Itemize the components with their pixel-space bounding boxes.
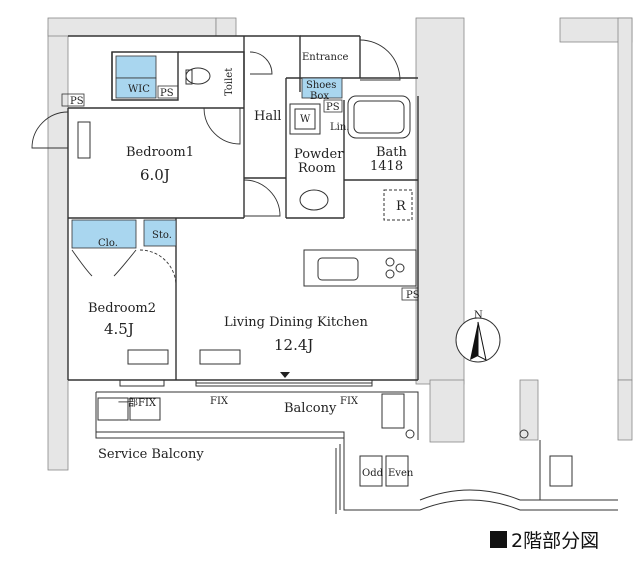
ps-boxes — [61, 85, 419, 301]
r-label: R — [396, 199, 407, 214]
room-labels: Entrance Toilet WIC PS Shoes Box Hall W … — [70, 52, 420, 479]
sto-label: Sto. — [152, 230, 172, 241]
shoes-box-line2: Box — [310, 91, 329, 102]
wic-label: WIC — [128, 84, 150, 95]
shoes-box-label: Shoes Box — [306, 80, 340, 102]
toilet-label: Toilet — [224, 68, 235, 96]
ldk-label: Living Dining Kitchen — [224, 315, 368, 330]
bedroom1-label: Bedroom1 — [126, 145, 194, 160]
bedroom2-size: 4.5J — [104, 320, 134, 338]
powder-room-line2: Room — [298, 161, 336, 176]
clo-label: Clo. — [98, 238, 118, 249]
compass: N — [455, 310, 501, 363]
legend-text: 2階部分図 — [511, 530, 600, 552]
storage-fills — [71, 55, 343, 249]
ps-label-kitchen: PS — [406, 290, 420, 301]
balcony-label: Balcony — [284, 401, 337, 416]
lin-label: Lin. — [330, 122, 349, 133]
legend-square-icon — [490, 531, 507, 548]
door-swings — [31, 39, 401, 287]
structure-walls — [47, 17, 633, 471]
fix-right-label: FIX — [340, 396, 359, 407]
odd-label: Odd — [362, 468, 384, 479]
bath-label: Bath 1418 — [370, 145, 411, 174]
ps-label-bath: PS — [326, 102, 340, 113]
w-label: W — [300, 114, 311, 125]
powder-room-line1: Powder — [294, 147, 344, 162]
even-label: Even — [388, 468, 414, 479]
bath-line2: 1418 — [370, 159, 403, 174]
ldk-size: 12.4J — [274, 336, 313, 354]
fixtures — [77, 67, 573, 487]
bedroom1-size: 6.0J — [140, 166, 170, 184]
fix-left-label: FIX — [210, 396, 229, 407]
balcony-outline — [95, 391, 618, 514]
service-balcony-label: Service Balcony — [98, 447, 204, 462]
ps-label-wic: PS — [160, 88, 174, 99]
floor-legend: 2階部分図 — [490, 526, 599, 553]
shoes-box-line1: Shoes — [306, 80, 336, 91]
entrance-label: Entrance — [302, 52, 349, 63]
powder-room-label: Powder Room — [294, 147, 348, 176]
ps-label-top: PS — [70, 96, 84, 107]
compass-label: N — [474, 310, 483, 321]
entry-arrow — [280, 372, 290, 378]
bath-line1: Bath — [376, 145, 408, 160]
part-fix-label: 一部FIX — [118, 396, 157, 409]
bedroom2-label: Bedroom2 — [88, 301, 156, 316]
hall-label: Hall — [254, 109, 281, 124]
windows — [119, 379, 373, 387]
